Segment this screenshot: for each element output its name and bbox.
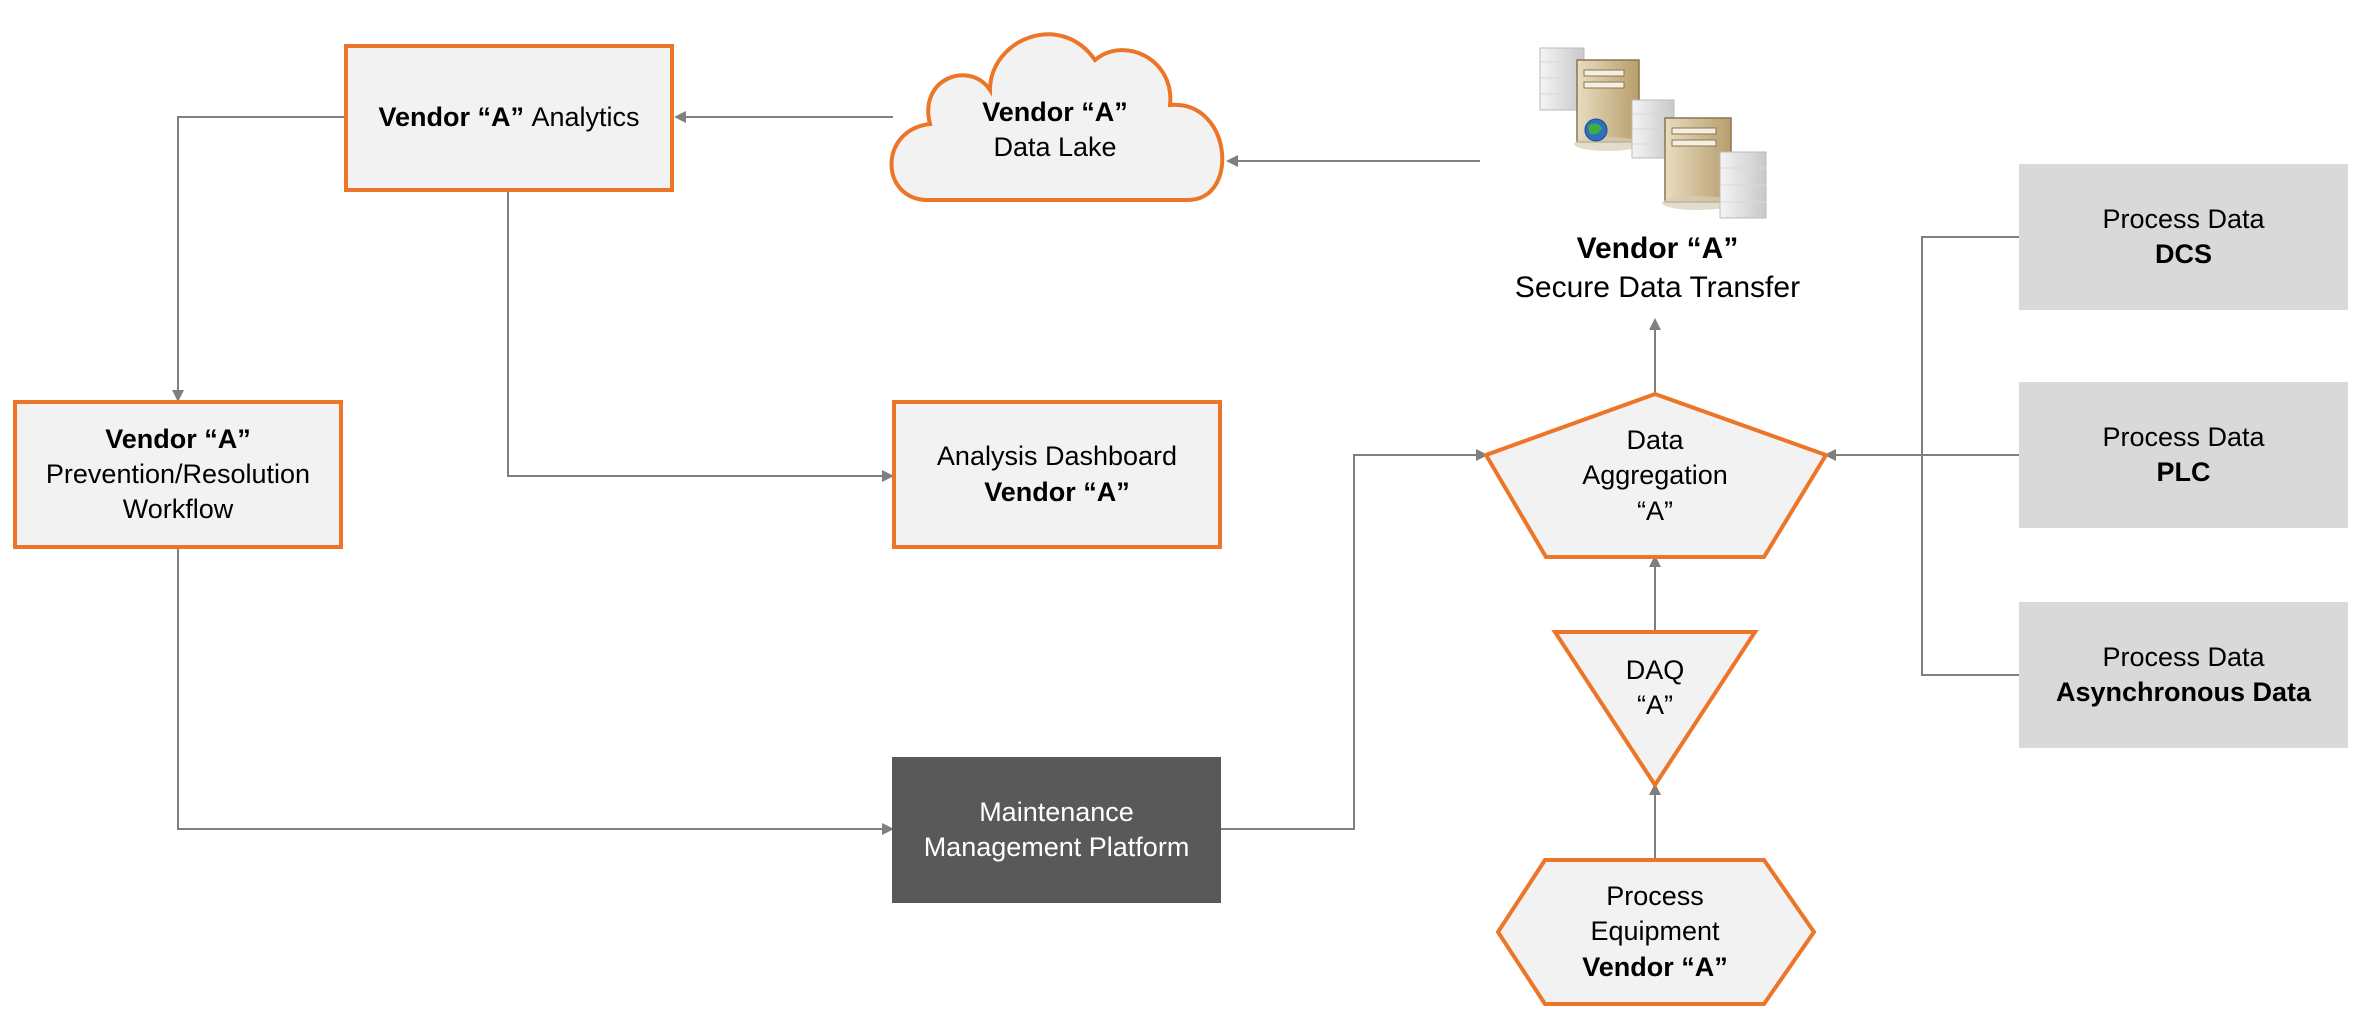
aggregation-pentagon xyxy=(1483,391,1829,559)
connector-analytics-to-dashboard xyxy=(507,192,894,482)
secure-transfer-text: Secure Data Transfer xyxy=(1514,271,1801,304)
process-data-async-node[interactable] xyxy=(2019,602,2348,748)
aggregation-label: Data Aggregation “A” xyxy=(1555,418,1755,534)
analytics-text: Analytics xyxy=(531,102,640,133)
dashboard-node[interactable] xyxy=(892,400,1222,549)
aggregation-line2: Aggregation xyxy=(1582,460,1728,491)
connector-dcs-to-aggregation xyxy=(1921,236,2019,455)
workflow-node[interactable] xyxy=(13,400,343,549)
analytics-label: Vendor “A” Analytics xyxy=(344,44,674,192)
workflow-line2: Prevention/Resolution xyxy=(45,458,311,489)
data-lake-label: Vendor “A” Data Lake xyxy=(905,80,1205,180)
plc-line2: PLC xyxy=(2156,457,2211,487)
equipment-label: Process Equipment Vendor “A” xyxy=(1545,874,1765,990)
connectors xyxy=(172,111,2019,858)
equipment-hexagon xyxy=(1495,858,1817,1006)
firewall-icon xyxy=(1719,151,1767,219)
dashboard-label: Analysis Dashboard Vendor “A” xyxy=(892,400,1222,549)
analytics-vendor: Vendor “A” xyxy=(378,102,524,133)
connector-analytics-to-workflow xyxy=(172,116,344,402)
secure-transfer-label: Vendor “A” Secure Data Transfer xyxy=(1480,220,1835,316)
process-data-async-label: Process Data Asynchronous Data xyxy=(2019,602,2348,748)
daq-line1: DAQ xyxy=(1625,654,1685,685)
dcs-line2: DCS xyxy=(2154,239,2212,269)
dashboard-vendor: Vendor “A” xyxy=(984,476,1130,507)
aggregation-line1: Data xyxy=(1626,425,1684,456)
process-data-plc-label: Process Data PLC xyxy=(2019,382,2348,528)
process-data-dcs-node[interactable] xyxy=(2019,164,2348,310)
daq-triangle xyxy=(1551,630,1759,789)
secure-transfer-illustration xyxy=(1539,47,1767,219)
equipment-line2: Equipment xyxy=(1590,916,1720,947)
dcs-line1: Process Data xyxy=(2102,203,2265,234)
workflow-vendor: Vendor “A” xyxy=(105,423,251,454)
dashboard-text: Analysis Dashboard xyxy=(936,441,1178,472)
daq-label: DAQ “A” xyxy=(1580,650,1730,726)
aggregation-line3: “A” xyxy=(1637,495,1673,526)
secure-transfer-vendor: Vendor “A” xyxy=(1576,232,1739,265)
maintenance-line2: Management Platform xyxy=(923,832,1190,862)
data-lake-vendor: Vendor “A” xyxy=(982,96,1128,127)
process-data-dcs-label: Process Data DCS xyxy=(2019,164,2348,310)
maintenance-node[interactable] xyxy=(892,757,1221,903)
workflow-label: Vendor “A” Prevention/Resolution Workflo… xyxy=(13,400,343,549)
daq-line2: “A” xyxy=(1637,690,1673,720)
maintenance-line1: Maintenance xyxy=(979,796,1134,827)
server-icon xyxy=(1662,117,1734,210)
process-data-plc-node[interactable] xyxy=(2019,382,2348,528)
data-lake-cloud xyxy=(889,32,1225,202)
analytics-node[interactable] xyxy=(344,44,674,192)
data-lake-text: Data Lake xyxy=(993,132,1117,162)
plc-line1: Process Data xyxy=(2102,421,2265,452)
maintenance-label: Maintenance Management Platform xyxy=(892,757,1221,903)
equipment-vendor: Vendor “A” xyxy=(1582,951,1728,982)
connector-workflow-to-maintenance xyxy=(177,549,894,835)
connector-async-to-aggregation xyxy=(1921,455,2019,676)
connector-maintenance-to-aggregation xyxy=(1221,449,1488,830)
server-globe-icon xyxy=(1574,59,1642,151)
equipment-line1: Process xyxy=(1606,881,1704,912)
workflow-line3: Workflow xyxy=(122,494,234,525)
async-line2: Asynchronous Data xyxy=(2055,677,2312,707)
async-line1: Process Data xyxy=(2102,641,2265,672)
